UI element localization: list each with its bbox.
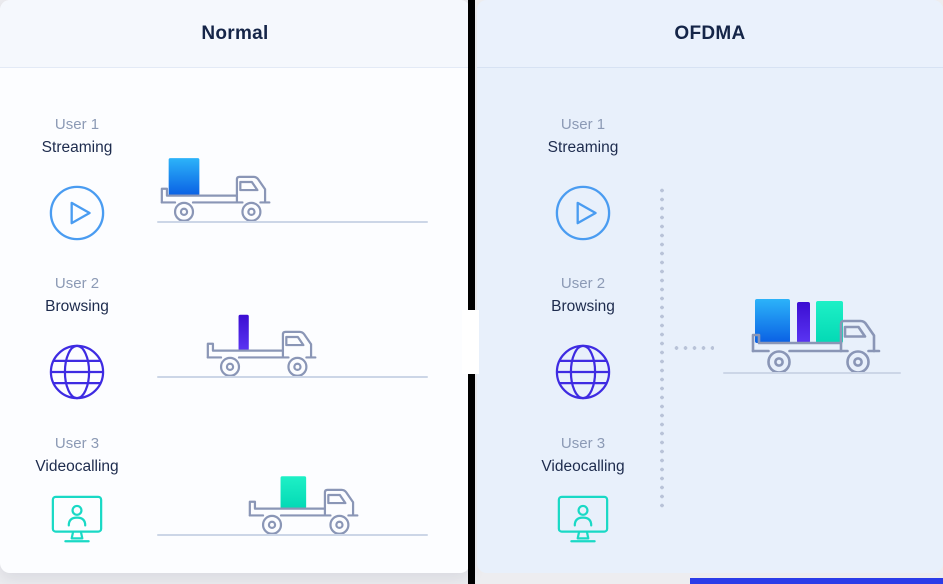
user-block-streaming: User 1 Streaming	[11, 114, 143, 242]
delivery-truck-streaming	[155, 158, 283, 223]
videocalling-package	[280, 476, 307, 509]
browsing-package	[797, 302, 810, 343]
panel-normal-header: Normal	[0, 0, 470, 68]
user-activity: Videocalling	[35, 458, 119, 475]
play-icon	[555, 185, 611, 241]
panel-ofdma: OFDMA User 1 Streaming User 2 Browsing	[477, 0, 943, 573]
play-icon	[49, 185, 105, 241]
road	[157, 534, 428, 536]
delivery-truck-browsing	[201, 314, 329, 378]
user-activity: Videocalling	[541, 458, 625, 475]
videocalling-package	[816, 301, 843, 343]
user-label: User 1	[560, 116, 606, 133]
videocall-icon	[51, 495, 103, 543]
panel-divider	[468, 0, 475, 584]
videocall-icon	[557, 495, 609, 543]
user-block-browsing: User 2 Browsing	[11, 273, 143, 401]
globe-icon	[49, 344, 105, 400]
user-label: User 3	[54, 435, 100, 452]
road	[723, 372, 901, 374]
streaming-package	[168, 158, 200, 196]
globe-icon	[555, 344, 611, 400]
streaming-package	[755, 299, 790, 343]
user-activity: Streaming	[41, 139, 113, 156]
user-activity: Browsing	[45, 298, 109, 315]
user-block-browsing: User 2 Browsing	[517, 273, 649, 401]
user-block-videocalling: User 3 Videocalling	[517, 433, 649, 549]
panel-ofdma-header: OFDMA	[477, 0, 943, 68]
user-label: User 2	[54, 275, 100, 292]
user-activity: Streaming	[547, 139, 619, 156]
panel-title-ofdma: OFDMA	[674, 22, 746, 44]
user-block-streaming: User 1 Streaming	[517, 114, 649, 242]
delivery-truck-videocalling	[243, 476, 371, 536]
ofdma-merge-line-vertical	[660, 186, 664, 512]
divider-gap	[462, 310, 479, 374]
user-label: User 3	[560, 435, 606, 452]
ofdma-merge-line-horizontal	[672, 346, 714, 350]
road	[157, 221, 428, 223]
footer-accent-bar	[690, 578, 943, 584]
road	[157, 376, 428, 378]
user-block-videocalling: User 3 Videocalling	[11, 433, 143, 549]
user-label: User 2	[560, 275, 606, 292]
panel-normal: Normal User 1 Streaming User 2 Browsing	[0, 0, 470, 573]
browsing-package	[238, 314, 249, 351]
panel-title-normal: Normal	[201, 22, 269, 44]
user-label: User 1	[54, 116, 100, 133]
delivery-truck-ofdma	[745, 299, 895, 375]
user-activity: Browsing	[551, 298, 615, 315]
